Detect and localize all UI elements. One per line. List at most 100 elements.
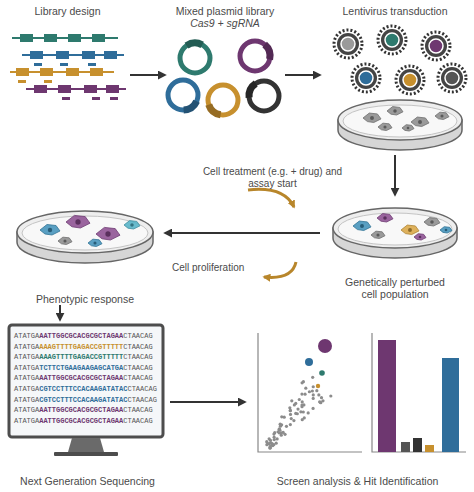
data-point [280,415,283,418]
flank-sequence: ATATGA [14,396,39,404]
cell [401,225,419,234]
cell [414,234,426,240]
cell-nucleus [430,220,434,224]
bar-chart [372,333,466,452]
data-point [307,411,310,414]
data-point [276,430,279,433]
culture-dish [17,211,153,263]
flank-sequence: CTAACAG [123,343,152,351]
treatment-arrow [248,189,294,207]
gene-model [10,34,126,100]
virion-core [445,71,459,85]
sequence-read: ATATGATCTTCTGAAGAAGAGCATGACTAACAG [14,363,162,374]
data-point [273,436,276,439]
plasmid-insert [262,42,273,60]
virion-core [403,73,417,87]
data-point [319,401,322,404]
cell [353,221,371,230]
flank-sequence: CTAACAG [127,396,156,404]
monitor [9,325,163,456]
data-point [296,407,299,410]
data-point [293,403,296,406]
dish-floor [22,216,148,250]
cell [40,225,60,236]
monitor-screen [9,325,163,437]
virion [396,66,424,94]
flank-sequence: ATATGA [14,364,39,372]
hit-bar [378,340,396,452]
sgrna-mark [62,97,70,100]
cell-nucleus [383,216,387,220]
flank-sequence: ATATGA [14,343,39,351]
dish-rim [17,211,153,253]
virion-capsid [337,33,359,55]
data-point [300,403,303,406]
step-node: Screen analysis & Hit Identification [245,320,470,487]
sequence-read: ATATGAAAAGTTTTGAGACCGTTTTTCTAACAG [14,342,162,353]
exon [104,51,117,59]
cell-nucleus [105,231,110,236]
flow-arrow [170,401,245,403]
sgrna-mark [44,80,52,83]
plasmid-group [168,40,279,119]
sgrna-sequence: CGTCCTTTCCACAAGATATAC [39,396,127,404]
plasmid-insert [205,104,221,119]
virion-core [385,33,399,47]
step-node: Genetically perturbed cell population [320,195,470,300]
sgrna-sequence: AATTGGCGCACGCGCTAGAA [39,332,123,340]
virion-spikes [438,64,466,92]
flank-sequence: CTAACAG [123,417,152,425]
step-caption: Cas9 + sgRNA [190,17,260,29]
sgrna-mark [88,63,96,66]
cell [440,227,452,233]
flank-sequence: ATATGA [14,385,39,393]
cell [66,215,90,228]
data-point [311,389,314,392]
cell [371,231,385,238]
bar [401,442,410,452]
sequence-read: ATATGAAAAGTTTTGAGACCGTTTTTCTAACAG [14,352,162,363]
sgrna-sequence: AATTGGCGCACGCGCTAGAA [39,374,123,382]
bar [413,438,422,452]
cell [402,125,414,131]
dish-rim [333,208,457,248]
virion-spikes [334,30,362,58]
step-node: Mixed plasmid libraryCas9 + sgRNA [165,5,285,120]
cell [435,112,449,119]
virion-capsid [381,29,403,51]
data-point [289,413,292,416]
virion-spikes [422,32,450,60]
cell-nucleus [440,114,443,117]
step-caption: Mixed plasmid library [176,5,275,17]
data-point [312,393,315,396]
data-point [308,390,311,393]
data-point [301,400,304,403]
sgrna-mark [18,80,26,83]
dish-rim [338,100,462,140]
flank-sequence: ATATGA [14,332,39,340]
sgrna-mark [92,97,100,100]
cell [377,214,393,222]
sequence-read: ATATGAAATTGGCGCACGCGCTAGAACTAACAG [14,373,162,384]
plasmid-ring [180,43,210,73]
step-caption: Phenotypic response [36,293,134,305]
hit-point [316,384,320,388]
cell-nucleus [393,109,397,113]
cell-nucleus [93,241,96,244]
virion [438,64,466,92]
data-point [272,432,275,435]
virion-spikes [352,64,380,92]
plasmid [168,80,200,113]
plasmid-insert [185,40,204,49]
culture-dish [338,100,462,150]
sequence-read: ATATGACGTCCTTTCCACAAGATATACCTAACAG [14,384,162,395]
treatment-note: Cell treatment (e.g. + drug) and assay s… [195,166,350,189]
data-point [320,396,323,399]
data-point [276,437,279,440]
scatter-plot [258,333,362,452]
hit-point [305,358,313,366]
cell [88,239,102,246]
flow-arrow [59,305,61,320]
virion [352,64,380,92]
